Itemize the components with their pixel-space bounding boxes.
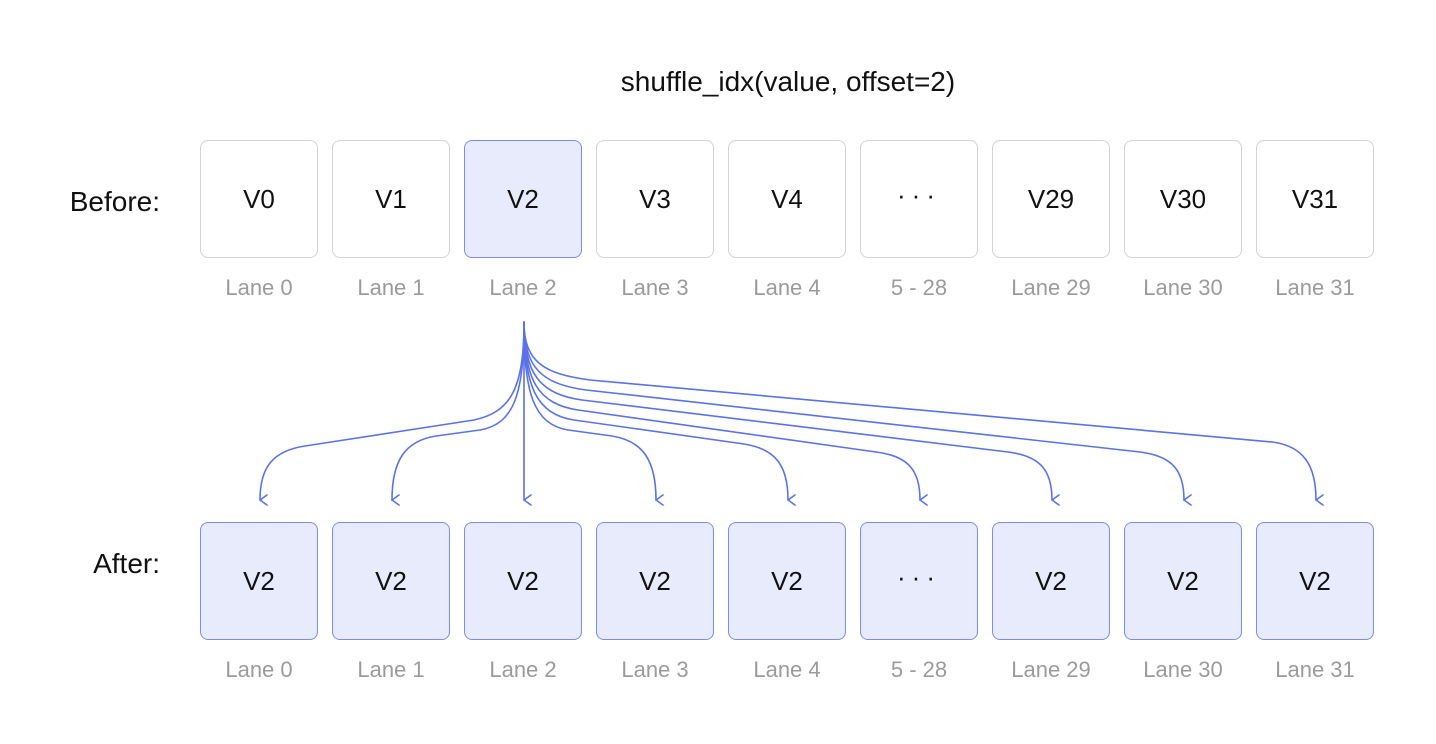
lane-label: 5 - 28 xyxy=(890,657,948,682)
after-cell-lane-30: V2 xyxy=(1124,522,1242,640)
before-cell-lane-0: V0 xyxy=(200,140,318,258)
lane-label: Lane 0 xyxy=(225,657,293,682)
arrow-to-lane-1 xyxy=(391,321,525,506)
lane-label: Lane 30 xyxy=(1143,275,1223,300)
after-cell-lane-2: V2 xyxy=(464,522,582,640)
before-row: V0 V1 V2 V3 V4 ··· V29 V30 V31 xyxy=(200,140,1376,260)
arrow-to-lane-4 xyxy=(523,321,796,506)
lane-label: Lane 4 xyxy=(753,275,821,300)
before-cell-lane-3: V3 xyxy=(596,140,714,258)
after-cell-lane-0: V2 xyxy=(200,522,318,640)
ellipsis-text: ··· xyxy=(897,179,941,210)
before-cell-lane-29: V29 xyxy=(992,140,1110,258)
arrow-to-lane-0 xyxy=(259,321,525,506)
after-label: After: xyxy=(93,548,160,579)
before-cell-ellipsis: ··· xyxy=(860,140,978,258)
before-label: Before: xyxy=(69,186,160,217)
ellipsis-text: ··· xyxy=(897,561,941,592)
after-cell-ellipsis: ··· xyxy=(860,522,978,640)
lane-label: Lane 29 xyxy=(1011,657,1091,682)
arrow-to-lane-5-28 xyxy=(523,321,928,506)
lane-label: Lane 3 xyxy=(621,275,689,300)
lane-label: Lane 31 xyxy=(1275,275,1355,300)
after-cell-lane-1: V2 xyxy=(332,522,450,640)
before-lane-labels: Lane 0 Lane 1 Lane 2 Lane 3 Lane 4 5 - 2… xyxy=(200,273,1376,303)
lane-label: Lane 29 xyxy=(1011,275,1091,300)
lane-label: Lane 30 xyxy=(1143,657,1223,682)
after-row: V2 V2 V2 V2 V2 ··· V2 V2 V2 xyxy=(200,522,1376,642)
after-cell-lane-29: V2 xyxy=(992,522,1110,640)
before-cell-lane-30: V30 xyxy=(1124,140,1242,258)
before-cell-lane-2-source: V2 xyxy=(464,140,582,258)
after-lane-labels: Lane 0 Lane 1 Lane 2 Lane 3 Lane 4 5 - 2… xyxy=(200,655,1376,685)
diagram-title: shuffle_idx(value, offset=2) xyxy=(620,66,956,97)
lane-label: Lane 3 xyxy=(621,657,689,682)
lane-label: Lane 1 xyxy=(357,657,425,682)
lane-label: Lane 0 xyxy=(225,275,293,300)
after-cell-lane-4: V2 xyxy=(728,522,846,640)
after-cell-lane-3: V2 xyxy=(596,522,714,640)
lane-label: Lane 1 xyxy=(357,275,425,300)
arrow-to-lane-31 xyxy=(523,321,1324,506)
lane-label: Lane 2 xyxy=(489,657,557,682)
before-cell-lane-1: V1 xyxy=(332,140,450,258)
before-cell-lane-31: V31 xyxy=(1256,140,1374,258)
arrow-to-lane-30 xyxy=(523,321,1192,506)
lane-label: Lane 31 xyxy=(1275,657,1355,682)
after-cell-lane-31: V2 xyxy=(1256,522,1374,640)
before-cell-lane-4: V4 xyxy=(728,140,846,258)
lane-label: 5 - 28 xyxy=(890,275,948,300)
lane-label: Lane 2 xyxy=(489,275,557,300)
arrow-to-lane-3 xyxy=(523,321,664,506)
arrow-to-lane-29 xyxy=(523,321,1060,506)
lane-label: Lane 4 xyxy=(753,657,821,682)
